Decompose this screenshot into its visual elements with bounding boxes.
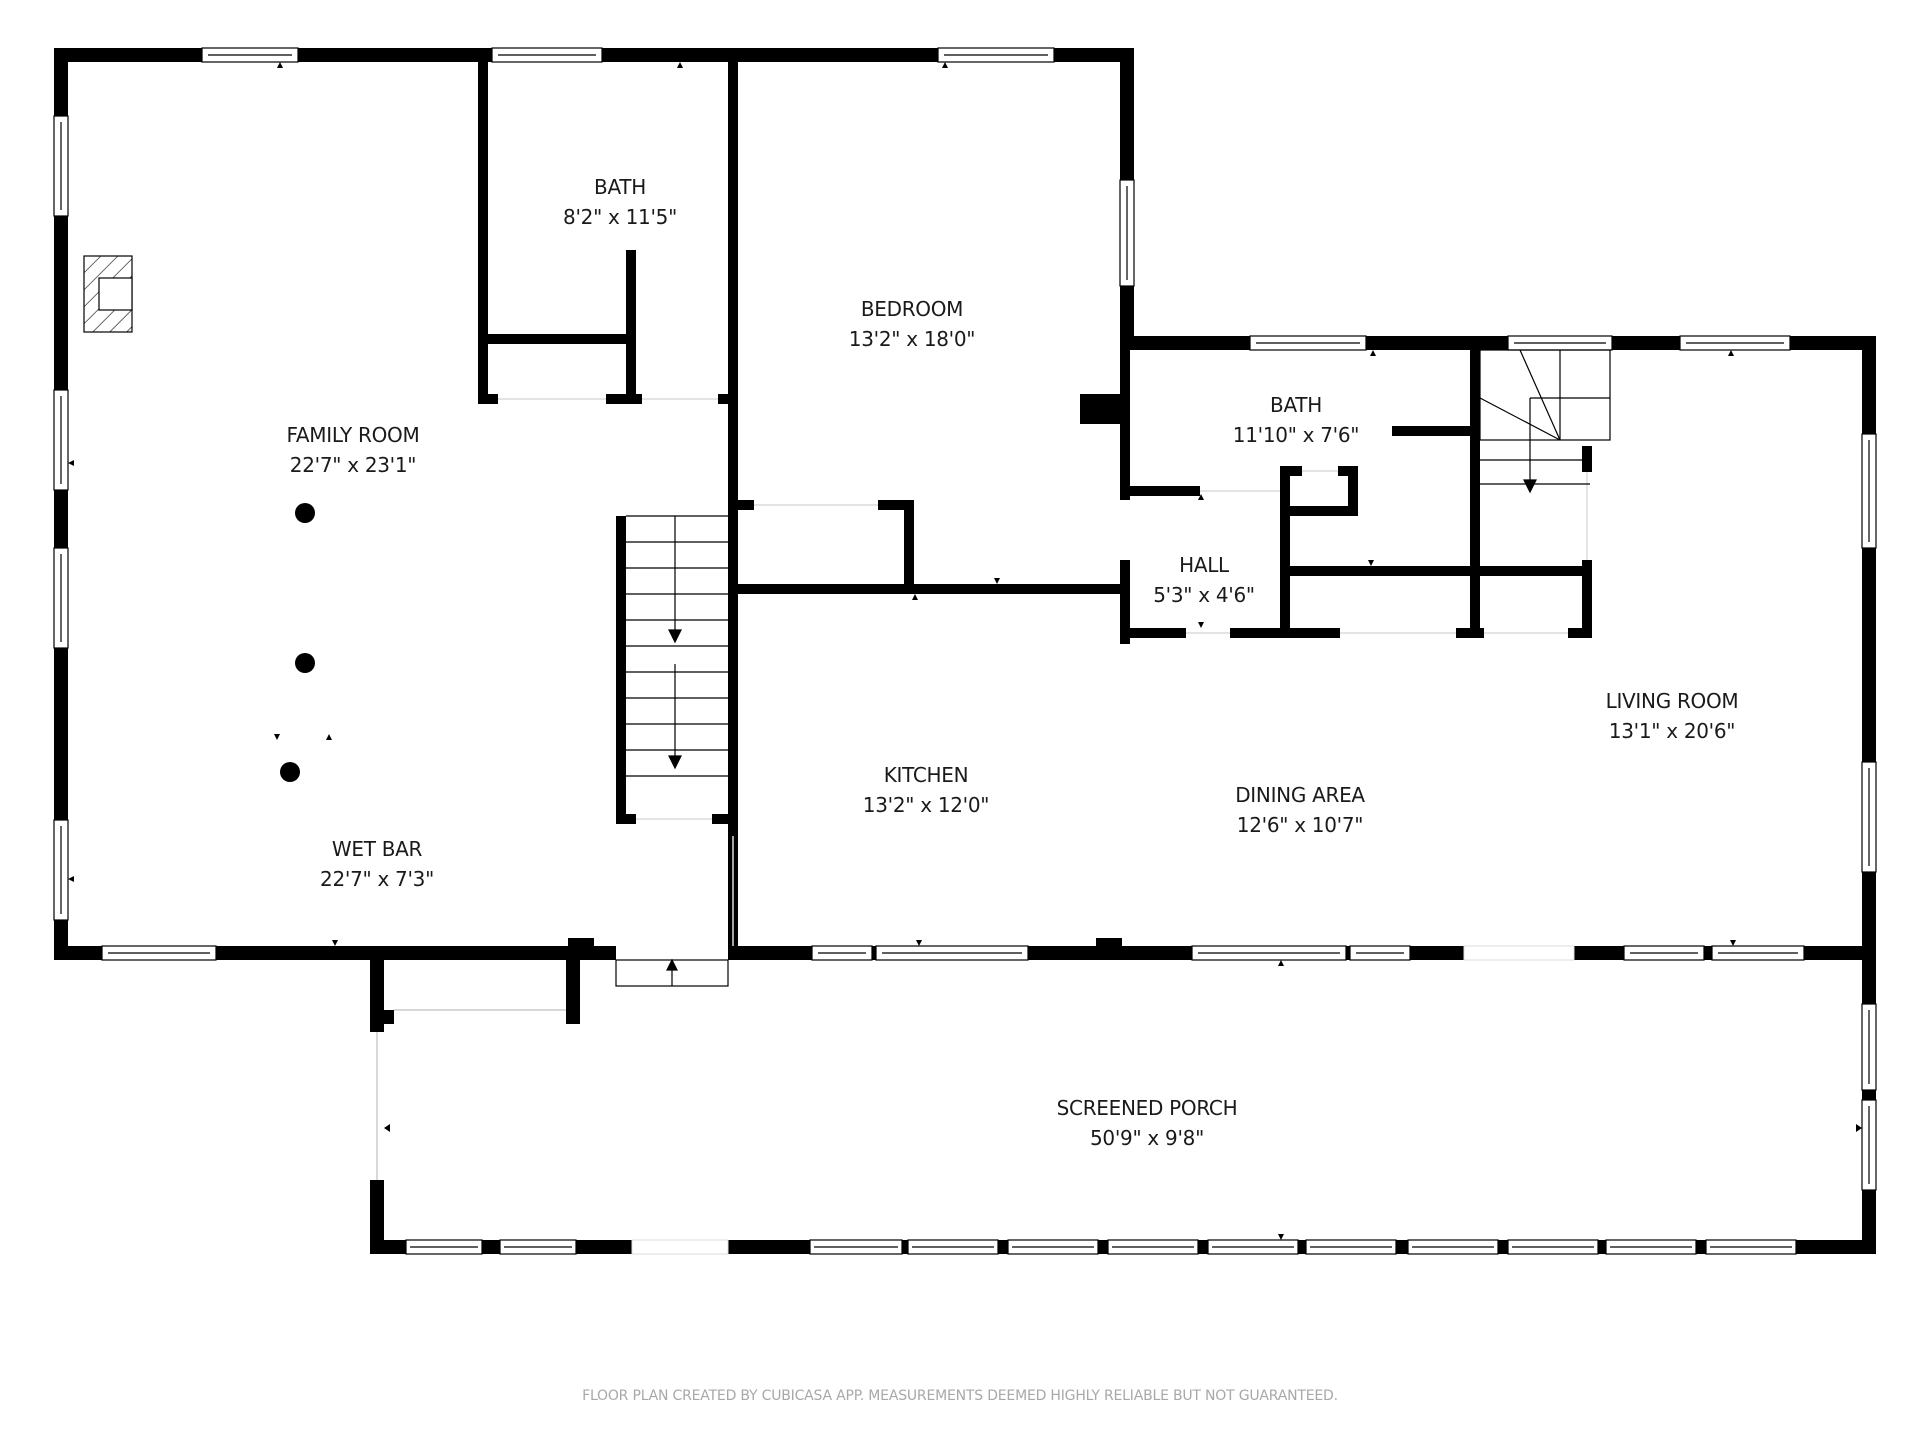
column-icon	[280, 762, 300, 782]
porch-screens	[405, 1003, 1877, 1255]
door-gap	[1463, 945, 1575, 961]
room-family-room: FAMILY ROOM 22'7" x 23'1"	[287, 420, 420, 480]
room-dimensions: 12'6" x 10'7"	[1236, 813, 1364, 837]
disclaimer-footer: FLOOR PLAN CREATED BY CUBICASA APP. MEAS…	[582, 1388, 1338, 1404]
room-name: HALL	[1179, 553, 1229, 577]
room-dimensions: 13'1" x 20'6"	[1608, 719, 1736, 743]
column-icon	[295, 653, 315, 673]
room-dimensions: 22'7" x 23'1"	[289, 453, 417, 477]
interior-walls	[478, 62, 1592, 946]
room-dimensions: 5'3" x 4'6"	[1153, 583, 1255, 607]
room-name: BATH	[594, 175, 646, 199]
door-openings	[498, 398, 1588, 946]
room-name: DINING AREA	[1235, 783, 1365, 807]
windows	[53, 47, 1877, 961]
porch-door-gap	[631, 1239, 729, 1255]
room-bedroom: BEDROOM 13'2" x 18'0"	[848, 294, 976, 354]
room-name: LIVING ROOM	[1605, 689, 1739, 713]
room-name: BATH	[1270, 393, 1322, 417]
room-name: WET BAR	[331, 837, 423, 861]
room-wet-bar: WET BAR 22'7" x 7'3"	[320, 834, 434, 894]
entry-step	[615, 958, 729, 987]
dimension-markers	[68, 62, 1862, 1240]
room-name: FAMILY ROOM	[286, 423, 420, 447]
column-icons	[280, 503, 315, 782]
fireplace-icon	[83, 255, 133, 333]
room-living-room: LIVING ROOM 13'1" x 20'6"	[1606, 686, 1739, 746]
room-screened-porch: SCREENED PORCH 50'9" x 9'8"	[1057, 1093, 1238, 1153]
exterior-walls	[54, 48, 1876, 960]
room-name: BEDROOM	[860, 297, 964, 321]
room-dimensions: 50'9" x 9'8"	[1090, 1126, 1204, 1150]
room-hall: HALL 5'3" x 4'6"	[1153, 550, 1255, 610]
room-name: KITCHEN	[883, 763, 969, 787]
room-dimensions: 22'7" x 7'3"	[320, 867, 434, 891]
room-bath-1: BATH 8'2" x 11'5"	[563, 172, 677, 232]
room-name: SCREENED PORCH	[1056, 1096, 1238, 1120]
room-dimensions: 11'10" x 7'6"	[1232, 423, 1360, 447]
winder-stairs-icon	[1479, 349, 1611, 494]
room-kitchen: KITCHEN 13'2" x 12'0"	[862, 760, 990, 820]
room-dimensions: 8'2" x 11'5"	[563, 205, 677, 229]
room-dimensions: 13'2" x 12'0"	[862, 793, 990, 817]
room-bath-2: BATH 11'10" x 7'6"	[1232, 390, 1360, 450]
room-dining-area: DINING AREA 12'6" x 10'7"	[1235, 780, 1365, 840]
stairs-icon	[626, 515, 728, 777]
room-dimensions: 13'2" x 18'0"	[848, 327, 976, 351]
column-icon	[295, 503, 315, 523]
